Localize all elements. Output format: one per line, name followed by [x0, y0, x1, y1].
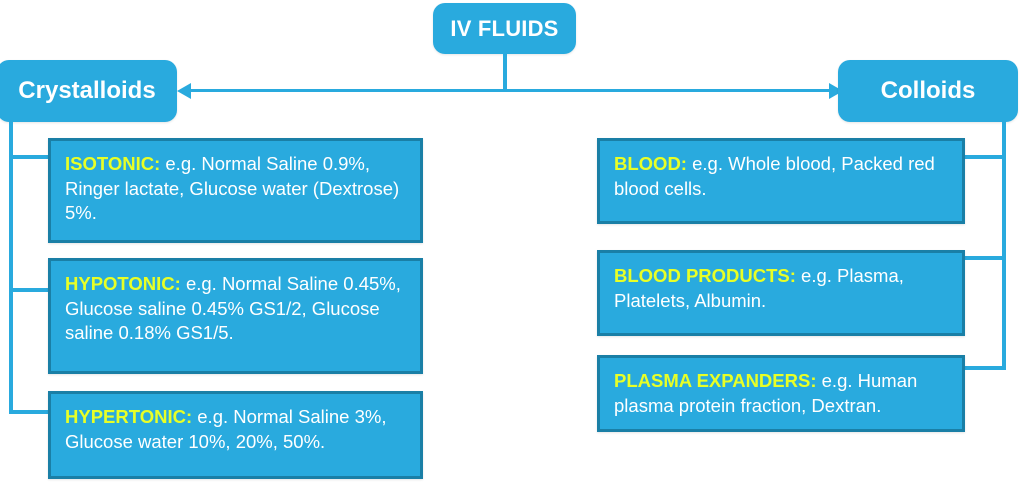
- box-blood: BLOOD: e.g. Whole blood, Packed red bloo…: [597, 138, 965, 224]
- connector-right-stub-blood-products: [963, 256, 1006, 260]
- box-hypertonic-keyword: HYPERTONIC:: [65, 406, 193, 427]
- connector-left-spine: [9, 122, 13, 414]
- box-plasma-expanders: PLASMA EXPANDERS: e.g. Human plasma prot…: [597, 355, 965, 432]
- box-hypotonic-keyword: HYPOTONIC:: [65, 273, 181, 294]
- box-hypertonic-text: e.g. Normal Saline 3%, Glucose water 10%…: [65, 406, 387, 452]
- node-colloids: Colloids: [838, 60, 1018, 122]
- box-isotonic-text: e.g. Normal Saline 0.9%, Ringer lactate,…: [65, 153, 400, 224]
- box-blood-text: e.g. Whole blood, Packed red blood cells…: [614, 153, 935, 199]
- box-hypotonic: HYPOTONIC: e.g. Normal Saline 0.45%, Glu…: [48, 258, 423, 374]
- connector-right-stub-plasma-expanders: [963, 366, 1006, 370]
- connector-left-stub-hypertonic: [9, 410, 50, 414]
- connector-left-stub-hypotonic: [9, 288, 50, 292]
- connector-horizontal-arrow-bar: [186, 89, 834, 92]
- connector-left-stub-isotonic: [9, 155, 50, 159]
- box-isotonic: ISOTONIC: e.g. Normal Saline 0.9%, Ringe…: [48, 138, 423, 243]
- connector-root-stem: [503, 52, 507, 92]
- box-hypertonic: HYPERTONIC: e.g. Normal Saline 3%, Gluco…: [48, 391, 423, 479]
- connector-right-spine: [1002, 122, 1006, 370]
- box-hypotonic-text: e.g. Normal Saline 0.45%, Glucose saline…: [65, 273, 401, 344]
- node-crystalloids: Crystalloids: [0, 60, 177, 122]
- box-blood-products: BLOOD PRODUCTS: e.g. Plasma, Platelets, …: [597, 250, 965, 336]
- arrowhead-left-icon: [177, 83, 191, 99]
- node-iv-fluids-label: IV FLUIDS: [450, 15, 559, 41]
- box-plasma-expanders-keyword: PLASMA EXPANDERS:: [614, 370, 817, 391]
- node-crystalloids-label: Crystalloids: [18, 77, 156, 104]
- node-iv-fluids: IV FLUIDS: [433, 3, 576, 54]
- box-blood-products-keyword: BLOOD PRODUCTS:: [614, 265, 796, 286]
- box-plasma-expanders-text: e.g. Human plasma protein fraction, Dext…: [614, 370, 918, 416]
- node-colloids-label: Colloids: [880, 77, 976, 104]
- box-blood-keyword: BLOOD:: [614, 153, 687, 174]
- box-isotonic-keyword: ISOTONIC:: [65, 153, 161, 174]
- connector-right-stub-blood: [963, 155, 1006, 159]
- box-blood-products-text: e.g. Plasma, Platelets, Albumin.: [614, 265, 904, 311]
